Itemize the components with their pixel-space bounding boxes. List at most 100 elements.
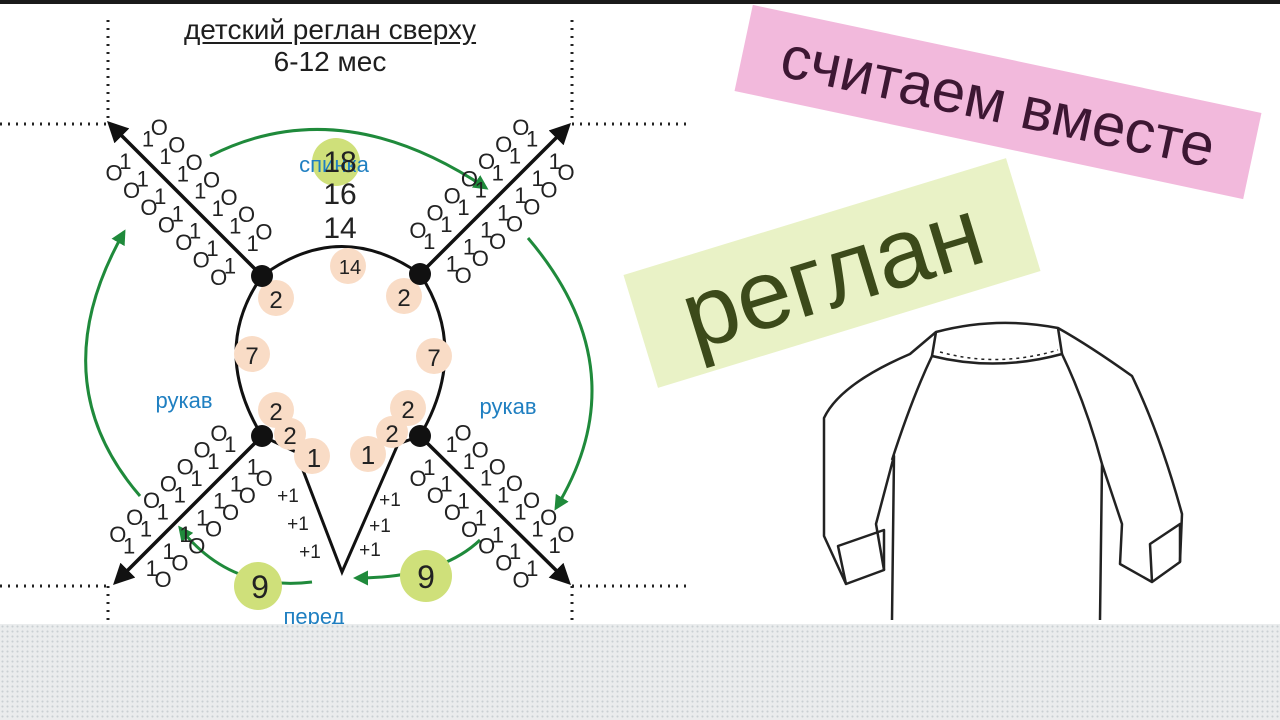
title-line-2: 6-12 мес [273, 46, 387, 77]
raglan-stitch-symbol: 1 [440, 472, 452, 497]
front-final-right-count: 9 [417, 559, 435, 595]
sleeve-top-right-count: 2 [397, 285, 410, 312]
diagram-title: детский реглан сверху 6-12 мес [95, 14, 565, 78]
green-circles [234, 138, 452, 610]
raglan-stitch-symbol: 1 [196, 505, 208, 530]
raglan-stitch-symbol: 1 [480, 218, 492, 243]
yarn-over-symbol: O [478, 149, 495, 174]
raglan-stitch-symbol: 1 [246, 231, 258, 256]
yarn-over-symbol: O [427, 201, 444, 226]
yarn-over-symbol: O [506, 212, 523, 237]
yarn-over-symbol: O [540, 177, 557, 202]
yarn-over-symbol: O [523, 195, 540, 220]
raglan-stitch-symbol: 1 [140, 516, 152, 541]
yarn-over-symbol: O [194, 438, 211, 463]
raglan-stitch-symbol: 1 [137, 167, 149, 192]
yarn-over-symbol: O [151, 115, 168, 140]
dotted-frame [0, 20, 688, 640]
raglan-stitch-symbol: 1 [440, 212, 452, 237]
raglan-stitch-symbol: 1 [179, 522, 191, 547]
raglan-stitch-symbol: 1 [224, 432, 236, 457]
dotted-bottom-strip [0, 624, 1280, 720]
banner-count-together-text: считаем вместе [775, 22, 1222, 181]
increment-right-2: +1 [369, 516, 391, 537]
yarn-over-symbol: O [557, 522, 574, 547]
sleeve-side-right-count: 7 [427, 345, 440, 372]
raglan-stitch-symbol: 1 [509, 539, 521, 564]
yarn-over-symbol: O [472, 246, 489, 271]
back-neck-count: 14 [339, 257, 361, 279]
yarn-over-symbol: O [256, 466, 273, 491]
title-line-1: детский реглан сверху [183, 14, 477, 45]
yarn-over-symbol: O [126, 505, 143, 530]
yarn-over-symbol: O [255, 220, 272, 245]
yarn-over-symbol: O [461, 166, 478, 191]
raglan-stitch-symbol: 1 [229, 214, 241, 239]
raglan-stitch-symbol: 1 [174, 483, 186, 508]
increment-left-1: +1 [277, 486, 299, 507]
raglan-stitch-symbol: 1 [446, 252, 458, 277]
raglan-stitch-symbol: 1 [213, 489, 225, 514]
top-border [0, 0, 1280, 4]
yarn-over-symbol: O [461, 517, 478, 542]
yarn-over-symbol: O [478, 534, 495, 559]
raglan-stitch-symbol: 1 [463, 235, 475, 260]
raglan-stitch-symbol: 1 [162, 539, 174, 564]
raglan-stitch-symbol: 1 [509, 143, 521, 168]
raglan-stitch-symbol: 1 [423, 455, 435, 480]
raglan-stitch-symbol: 1 [446, 432, 458, 457]
raglan-sweater-illustration [822, 321, 1184, 621]
label-sleeve-right: рукав [479, 394, 536, 419]
raglan-stitch-symbol: 1 [480, 466, 492, 491]
front-neck-right-count: 1 [361, 440, 375, 470]
raglan-stitch-symbol: 1 [159, 144, 171, 169]
yarn-over-symbol: O [410, 466, 427, 491]
yarn-over-symbol: O [455, 263, 472, 288]
yarn-over-symbol: O [239, 483, 256, 508]
raglan-stitch-symbol: 1 [492, 161, 504, 186]
back-count-1: 18 [323, 146, 356, 179]
yarn-over-symbol: O [210, 265, 227, 290]
raglan-stitch-symbol: 1 [212, 196, 224, 221]
front-shoulder-left-count: 2 [283, 423, 296, 450]
front-final-left-count: 9 [251, 569, 269, 605]
label-back: спинка [299, 152, 369, 177]
increment-right-3: +1 [359, 540, 381, 561]
raglan-stitch-symbol: 1 [463, 449, 475, 474]
yarn-over-symbol: O [106, 160, 123, 185]
increment-left-3: +1 [299, 542, 321, 563]
front-shoulder-right-count: 2 [385, 421, 398, 448]
raglan-stitch-symbol: 1 [142, 126, 154, 151]
raglan-stitch-symbol: 1 [514, 183, 526, 208]
yarn-over-symbol: O [444, 500, 461, 525]
sleeve-bottom-right-count: 2 [401, 397, 414, 424]
raglan-stitch-symbol: 1 [548, 533, 560, 558]
yarn-over-symbol: O [123, 178, 140, 203]
yarn-over-symbol: O [495, 551, 512, 576]
yarn-over-symbol: O [193, 248, 210, 273]
yarn-over-symbol: O [177, 455, 194, 480]
raglan-stitch-symbol: 1 [157, 500, 169, 525]
increment-left-2: +1 [287, 514, 309, 535]
stitch-symbol-rows: 1O1O1O1O1O1O1O1O1O1O1O1O1O1O1O1O1O1O1O1O… [106, 115, 575, 593]
yarn-over-symbol: O [512, 115, 529, 140]
yarn-over-symbol: O [155, 567, 172, 592]
yarn-over-symbol: O [558, 160, 575, 185]
raglan-stitch-symbol: 1 [423, 229, 435, 254]
label-sleeve-left: рукав [155, 388, 212, 413]
raglan-stitch-symbol: 1 [207, 449, 219, 474]
yarn-over-symbol: O [427, 483, 444, 508]
yarn-over-symbol: O [489, 454, 506, 479]
yarn-over-symbol: O [409, 218, 426, 243]
yarn-over-symbol: O [489, 229, 506, 254]
raglan-stitch-symbol: 1 [230, 472, 242, 497]
back-count-2: 16 [323, 178, 356, 211]
yarn-over-symbol: O [109, 522, 126, 547]
yarn-over-symbol: O [210, 421, 227, 446]
raglan-stitch-symbol: 1 [475, 178, 487, 203]
raglan-points [251, 263, 431, 447]
raglan-stitch-symbol: 1 [119, 149, 131, 174]
raglan-stitch-symbol: 1 [531, 516, 543, 541]
increment-right-1: +1 [379, 490, 401, 511]
yarn-over-symbol: O [205, 517, 222, 542]
